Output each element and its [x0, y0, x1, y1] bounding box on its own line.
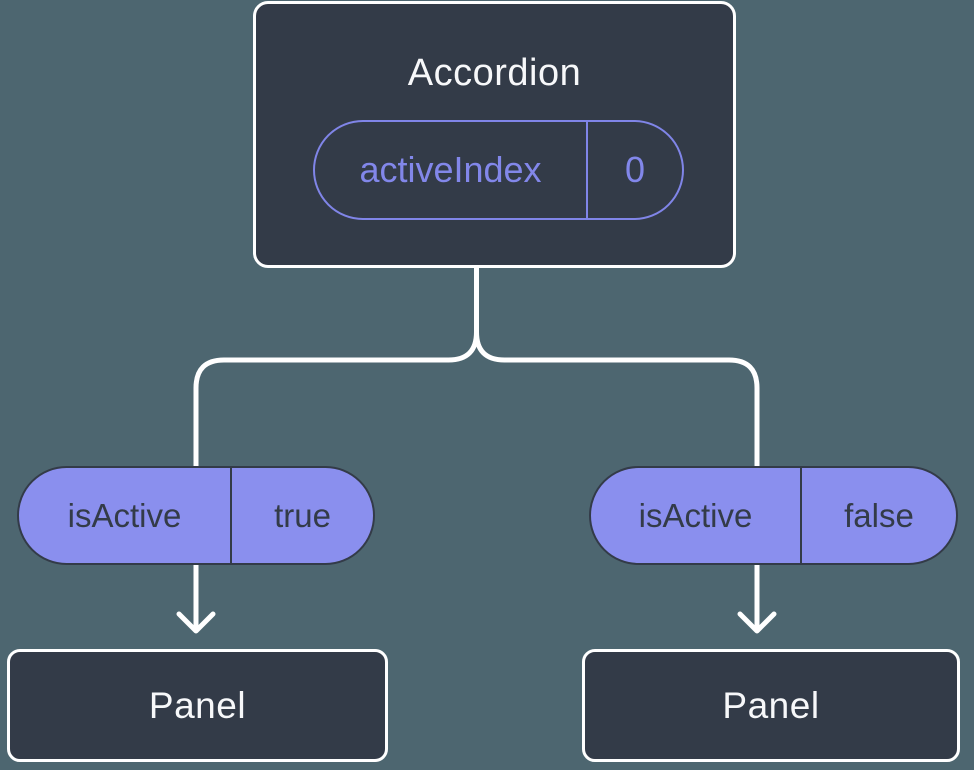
accordion-node-title: Accordion [407, 52, 582, 94]
panel-node-left: Panel [7, 649, 388, 762]
active-index-prop-pill: activeIndex 0 [313, 120, 684, 220]
prop-value: 0 [624, 149, 646, 190]
state-name: isActive [19, 468, 232, 563]
edge-left [193, 268, 479, 631]
panel-node-right: Panel [582, 649, 960, 762]
arrow-down-icon [737, 611, 777, 634]
state-name: isActive [591, 468, 802, 563]
arrow-down-icon [176, 611, 216, 634]
accordion-node: Accordion activeIndex 0 [253, 1, 736, 268]
prop-name: activeIndex [315, 122, 588, 218]
state-value: false [844, 496, 914, 534]
state-pill-left: isActive true [17, 466, 375, 565]
state-value: true [274, 496, 331, 534]
state-pill-right: isActive false [589, 466, 958, 565]
edge-right [474, 268, 760, 631]
